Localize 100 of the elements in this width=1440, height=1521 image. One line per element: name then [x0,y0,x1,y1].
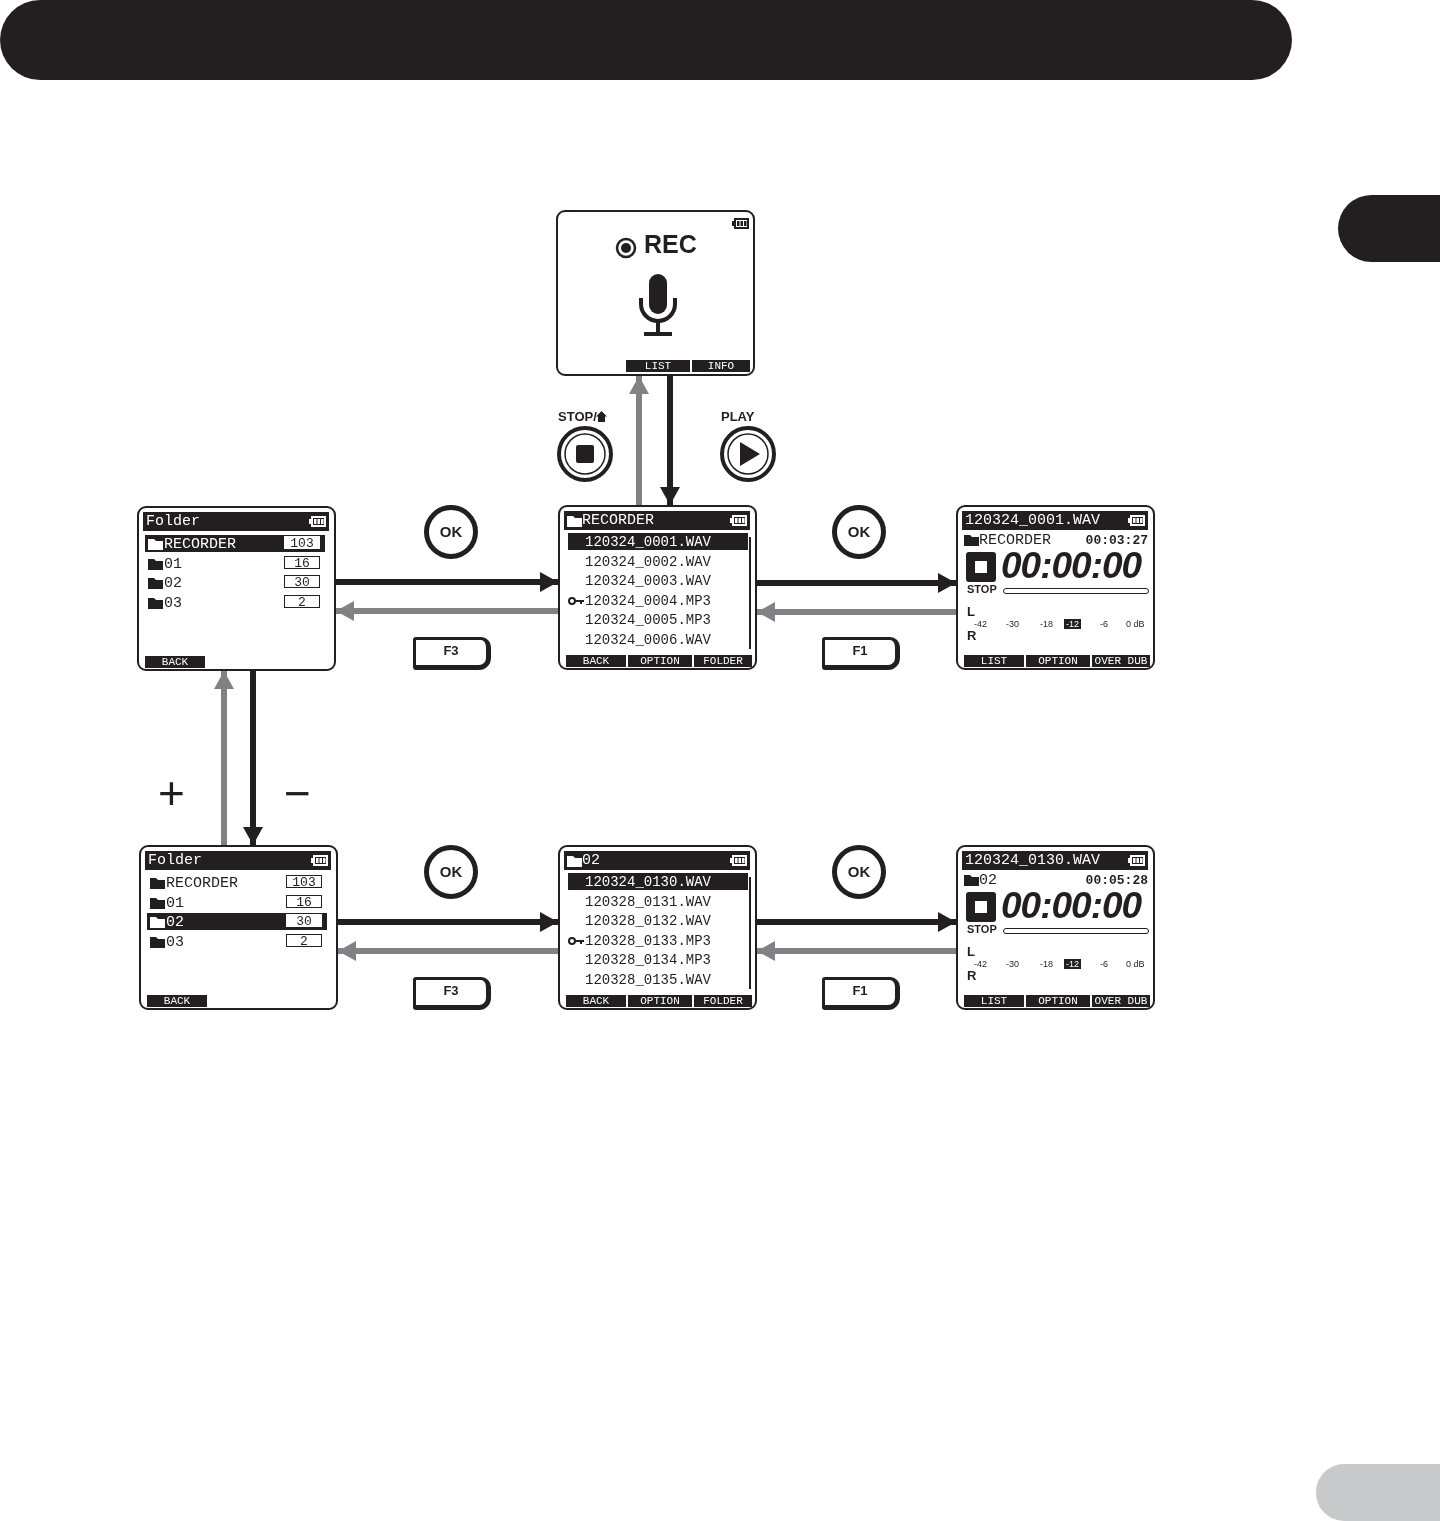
button-label: F3 [413,977,491,1010]
button-label: OK [424,845,478,899]
elapsed-time: 00:00:00 [1001,887,1142,924]
folder-name: 03 [166,935,184,951]
arrow [757,912,956,932]
button-label: OK [832,505,886,559]
file-name: 120328_0135.WAV [585,972,712,987]
channel-label: R [967,629,977,642]
channel-label: L [967,605,975,618]
level-scale-label: -18 [1039,959,1054,969]
arrow [757,602,956,622]
folder-name: 02 [979,873,997,888]
channel-label: R [967,969,977,982]
softkey-label: OPTION [628,995,692,1007]
softkey-label: FOLDER [694,655,752,667]
level-scale-label: -6 [1099,959,1109,969]
screen-title: 120324_0130.WAV [965,853,1101,868]
edge-label: + [158,768,185,818]
softkey-label: LIST [964,655,1024,667]
arrow [338,941,558,961]
device-screen [558,505,757,670]
softkey-label: BACK [147,995,207,1007]
folder-name: 01 [166,895,184,911]
file-name: 120324_0003.WAV [585,574,712,588]
arrow [338,912,558,932]
device-screen [956,505,1155,670]
section-tab [1338,195,1440,262]
level-scale-label: -12 [1064,619,1081,629]
status-label: STOP [967,924,997,935]
level-scale-label: -12 [1064,959,1081,969]
file-name: 120328_0132.WAV [585,914,712,928]
edge-label: STOP/ [558,409,597,424]
folder-name: RECORDER [164,537,236,552]
elapsed-time: 00:00:00 [1001,547,1142,584]
file-name: 120328_0134.MP3 [585,953,712,967]
arrow [629,376,649,505]
file-name: 120328_0131.WAV [585,894,712,909]
total-time: 00:03:27 [1085,534,1148,547]
button-label: F1 [822,977,900,1010]
folder-name: RECORDER [166,876,238,891]
device-screen [137,506,336,671]
screen-title: RECORDER [582,513,654,528]
channel-label: L [967,945,975,958]
level-scale-label: -42 [973,959,988,969]
arrow [336,601,558,621]
button-label: OK [424,505,478,559]
screen-title: 02 [582,853,600,868]
softkey-label: OVER DUB [1092,995,1150,1007]
folder-name: 02 [166,915,184,931]
file-name: 120324_0006.WAV [585,632,712,647]
device-screen [139,845,338,1010]
level-scale-label: -18 [1039,619,1054,629]
level-scale-label: 0 dB [1125,959,1146,969]
level-scale-label: 0 dB [1125,619,1146,629]
button-label: F1 [822,637,900,670]
softkey-label: OPTION [1026,995,1090,1007]
file-name: 120324_0002.WAV [585,554,712,569]
arrow [660,376,680,505]
softkey-label: LIST [626,360,690,372]
file-count: 103 [284,536,320,549]
arrow [757,941,956,961]
file-count: 16 [286,894,322,908]
edge-label: − [284,768,311,818]
arrow [243,671,263,845]
softkey-label: BACK [566,655,626,667]
softkey-label: INFO [692,360,750,372]
softkey-label: BACK [566,995,626,1007]
folder-name: 02 [164,576,182,592]
softkey-label: OVER DUB [1092,655,1150,667]
file-name: 120324_0001.WAV [585,535,712,549]
level-scale-label: -6 [1099,619,1109,629]
file-count: 16 [284,555,320,569]
file-count: 30 [284,575,320,589]
device-screen [956,845,1155,1010]
button-label: OK [832,845,886,899]
arrow [336,572,558,592]
file-name: 120328_0133.MP3 [585,933,712,948]
softkey-label: LIST [964,995,1024,1007]
file-count: 30 [286,914,322,928]
file-name: 120324_0005.MP3 [585,613,712,627]
button-label: F3 [413,637,491,670]
device-screen [556,210,755,376]
softkey-label: OPTION [1026,655,1090,667]
folder-name: 01 [164,556,182,572]
file-count: 103 [286,875,322,888]
file-name: 120324_0004.MP3 [585,593,712,608]
folder-name: 03 [164,596,182,612]
mode-title: REC [644,232,697,257]
file-name: 120324_0130.WAV [585,875,712,889]
level-scale-label: -30 [1005,619,1020,629]
device-screen [558,845,757,1010]
level-scale-label: -30 [1005,959,1020,969]
file-count: 2 [284,595,320,609]
level-scale-label: -42 [973,619,988,629]
status-label: STOP [967,584,997,595]
arrow [214,671,234,845]
softkey-label: OPTION [628,655,692,667]
arrow [757,573,956,593]
file-count: 2 [286,934,322,948]
edge-label: PLAY [721,409,755,424]
